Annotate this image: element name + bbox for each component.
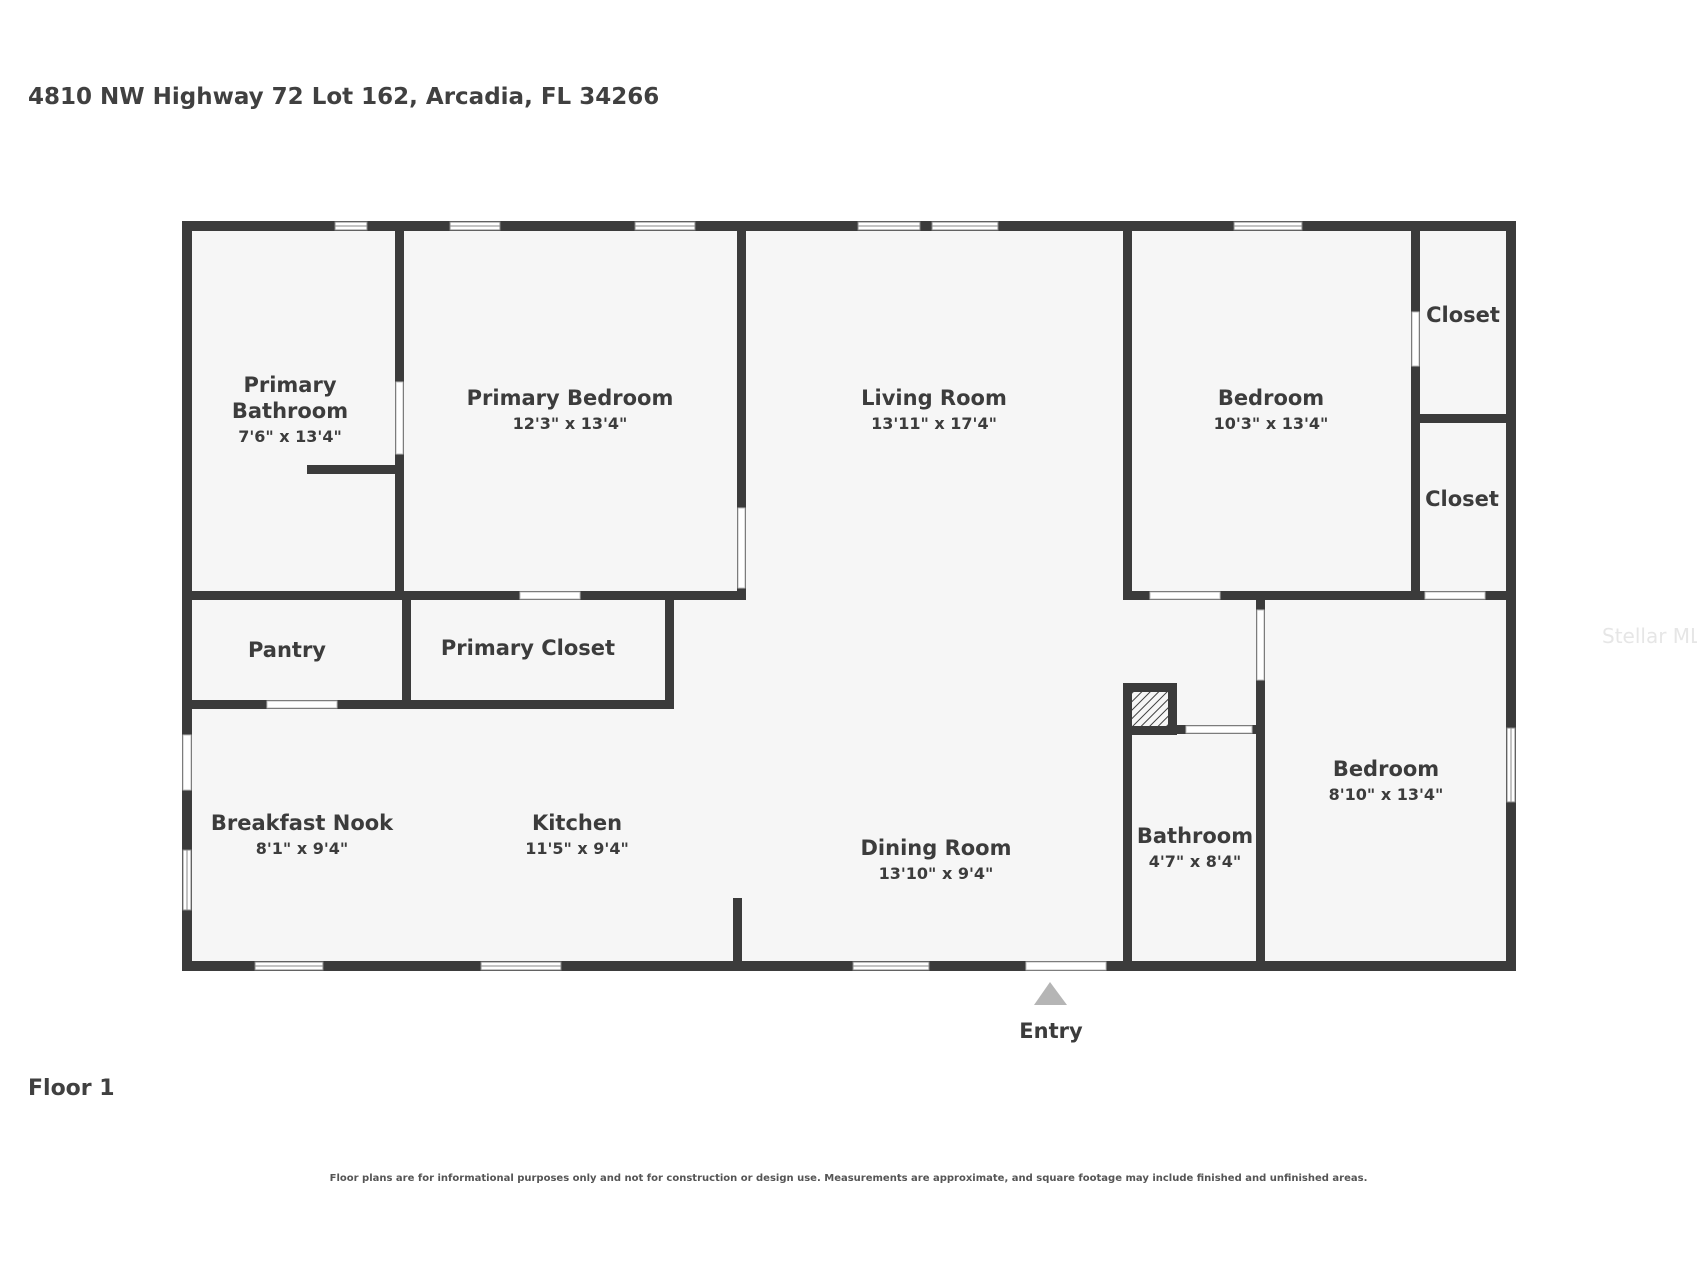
disclaimer: Floor plans are for informational purpos… xyxy=(329,1173,1368,1184)
windows xyxy=(182,221,1516,971)
room-bathroom-name: Bathroom xyxy=(1137,824,1253,848)
window xyxy=(852,961,930,971)
room-bedroom-2-name: Bedroom xyxy=(1333,757,1439,781)
room-closet-1-name: Closet xyxy=(1426,303,1500,327)
window xyxy=(1233,221,1303,231)
wall-exterior-bottom xyxy=(182,961,1516,971)
door-closet-2 xyxy=(1424,591,1486,600)
room-dining-room-name: Dining Room xyxy=(861,836,1012,860)
door-bath-bedroom xyxy=(395,381,404,455)
floor-label: Floor 1 xyxy=(28,1076,115,1101)
wall-exterior-top xyxy=(182,221,1516,231)
room-kitchen-dims: 11'5" x 9'4" xyxy=(525,839,629,858)
mechanical-chase xyxy=(1132,692,1168,726)
room-primary-bathroom-name: Primary xyxy=(243,373,336,397)
wall-primary-closet-right xyxy=(665,596,674,708)
window xyxy=(931,221,999,231)
wall-bath-stub xyxy=(307,465,399,474)
room-kitchen-name: Kitchen xyxy=(532,811,622,835)
wall-closet-mid xyxy=(1415,414,1511,423)
room-primary-bathroom-dims: 7'6" x 13'4" xyxy=(238,427,342,446)
room-bedroom-1-dims: 10'3" x 13'4" xyxy=(1214,414,1329,433)
room-breakfast-nook-dims: 8'1" x 9'4" xyxy=(256,839,348,858)
door-pantry xyxy=(266,700,338,709)
door-entry xyxy=(1025,961,1107,971)
entry-arrow-icon xyxy=(1034,982,1067,1005)
room-bedroom-1-name: Bedroom xyxy=(1218,386,1324,410)
window xyxy=(480,961,562,971)
window xyxy=(634,221,696,231)
wall-bedroom2-left xyxy=(1256,596,1265,966)
room-living-room-dims: 13'11" x 17'4" xyxy=(871,414,997,433)
wall-living-right xyxy=(1123,226,1132,600)
wall-pantry-right xyxy=(402,596,411,708)
door-nook-side xyxy=(182,734,192,791)
property-address: 4810 NW Highway 72 Lot 162, Arcadia, FL … xyxy=(28,84,660,110)
door-bedroom1 xyxy=(1149,591,1221,600)
walls xyxy=(182,221,1516,971)
window xyxy=(1506,727,1516,803)
wall-closet-left xyxy=(1411,226,1420,600)
wall-kitchen-stub xyxy=(733,898,742,966)
room-primary-bedroom-dims: 12'3" x 13'4" xyxy=(513,414,628,433)
door-closet-1 xyxy=(1411,311,1420,367)
entry-label: Entry xyxy=(1019,1019,1083,1043)
room-dining-room-dims: 13'10" x 9'4" xyxy=(879,864,994,883)
room-breakfast-nook-name: Breakfast Nook xyxy=(211,811,394,835)
room-living-room-name: Living Room xyxy=(861,386,1007,410)
door-bedroom2 xyxy=(1256,609,1265,681)
window xyxy=(334,221,368,231)
wall-mid-right xyxy=(1123,591,1511,600)
room-primary-bedroom-name: Primary Bedroom xyxy=(467,386,674,410)
watermark: Stellar MLS xyxy=(1602,624,1697,648)
wall-bath-left xyxy=(1123,725,1132,966)
room-primary-closet-name: Primary Closet xyxy=(441,636,615,660)
door-openings xyxy=(182,311,1486,971)
door-bathroom xyxy=(1185,725,1253,734)
room-bathroom-dims: 4'7" x 8'4" xyxy=(1149,852,1241,871)
room-bedroom-2-dims: 8'10" x 13'4" xyxy=(1329,785,1444,804)
door-primary-closet xyxy=(519,591,581,600)
wall-mid-left xyxy=(187,591,746,600)
room-pantry-name: Pantry xyxy=(248,638,326,662)
room-closet-2-name: Closet xyxy=(1425,487,1499,511)
door-primary-bedroom-living xyxy=(737,507,746,589)
wall-primary-bedroom-right xyxy=(737,226,746,596)
wall-pantry-bottom xyxy=(187,700,674,709)
room-primary-bathroom-name: Bathroom xyxy=(232,399,348,423)
window xyxy=(182,849,192,911)
window xyxy=(449,221,501,231)
window xyxy=(857,221,921,231)
window xyxy=(254,961,324,971)
